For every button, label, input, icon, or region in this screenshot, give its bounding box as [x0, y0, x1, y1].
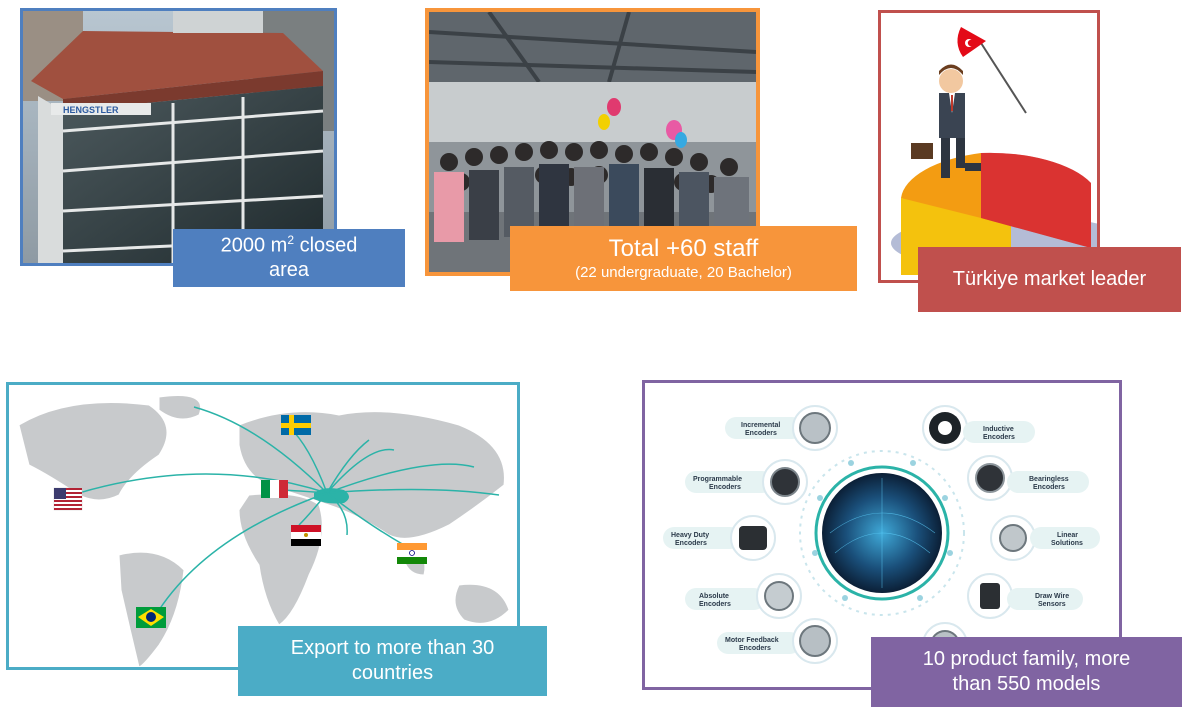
bearingless-encoder-icon — [975, 463, 1005, 493]
product-item-9-line2: Sensors — [1038, 601, 1066, 608]
product-item-2-line2: Encoders — [709, 484, 741, 491]
products-title-line2: than 550 models — [952, 673, 1101, 695]
export-caption: Export to more than 30 countries — [238, 626, 547, 696]
market-title: Türkiye market leader — [952, 268, 1147, 290]
product-item-2-line1: Programmable — [693, 476, 742, 483]
usa-flag-icon — [53, 487, 83, 511]
heavy-duty-encoder-icon — [739, 526, 767, 550]
product-item-1-line2: Encoders — [745, 430, 777, 437]
product-ring-diagram-icon: Incremental Encoders Programmable Encode… — [645, 383, 1119, 687]
product-item-6-line2: Encoders — [983, 434, 1015, 441]
brazil-flag-icon — [136, 607, 166, 628]
product-item-7-line1: Bearingless — [1029, 476, 1069, 483]
product-item-3-line2: Encoders — [675, 540, 707, 547]
linear-solutions-icon — [999, 524, 1027, 552]
building-caption: 2000 m2 closed area — [173, 229, 405, 287]
product-item-5-line1: Motor Feedback — [725, 637, 779, 644]
product-item-4-line1: Absolute — [699, 593, 729, 600]
india-flag-icon — [397, 543, 427, 564]
product-item-9-line1: Draw Wire — [1035, 593, 1069, 600]
incremental-encoder-icon — [799, 412, 831, 444]
staff-caption: Total +60 staff (22 undergraduate, 20 Ba… — [510, 226, 857, 291]
product-item-6-line1: Inductive — [983, 426, 1014, 433]
motor-feedback-encoder-icon — [799, 625, 831, 657]
products-caption: 10 product family, more than 550 models — [871, 637, 1182, 707]
market-panel — [878, 10, 1100, 283]
product-item-4-line2: Encoders — [699, 601, 731, 608]
building-logo: HENGSTLER — [63, 105, 119, 115]
product-item-8-line1: Linear — [1057, 532, 1078, 539]
market-caption: Türkiye market leader — [918, 247, 1181, 312]
product-item-3-line1: Heavy Duty — [671, 532, 709, 539]
products-panel: Incremental Encoders Programmable Encode… — [642, 380, 1122, 690]
absolute-encoder-icon — [764, 581, 794, 611]
products-title-line1: 10 product family, more — [922, 648, 1131, 670]
sweden-flag-icon — [281, 415, 311, 435]
staff-subtitle: (22 undergraduate, 20 Bachelor) — [575, 264, 792, 282]
export-panel — [6, 382, 520, 670]
product-item-1-line1: Incremental — [741, 422, 780, 429]
product-item-5-line2: Encoders — [739, 645, 771, 652]
export-title-line2: countries — [351, 662, 434, 684]
italy-flag-icon — [261, 480, 288, 498]
market-leader-illustration-icon — [881, 13, 1097, 280]
egypt-flag-icon — [291, 525, 321, 546]
building-panel: HENGSTLER — [20, 8, 337, 266]
building-photo-icon: HENGSTLER — [23, 11, 334, 263]
export-title-line1: Export to more than 30 — [290, 637, 495, 659]
world-map-icon — [9, 385, 517, 667]
product-item-7-line2: Encoders — [1033, 484, 1065, 491]
product-item-8-line2: Solutions — [1051, 540, 1083, 547]
staff-title: Total +60 staff — [608, 235, 759, 263]
programmable-encoder-icon — [770, 467, 800, 497]
draw-wire-sensor-icon — [980, 583, 1000, 609]
